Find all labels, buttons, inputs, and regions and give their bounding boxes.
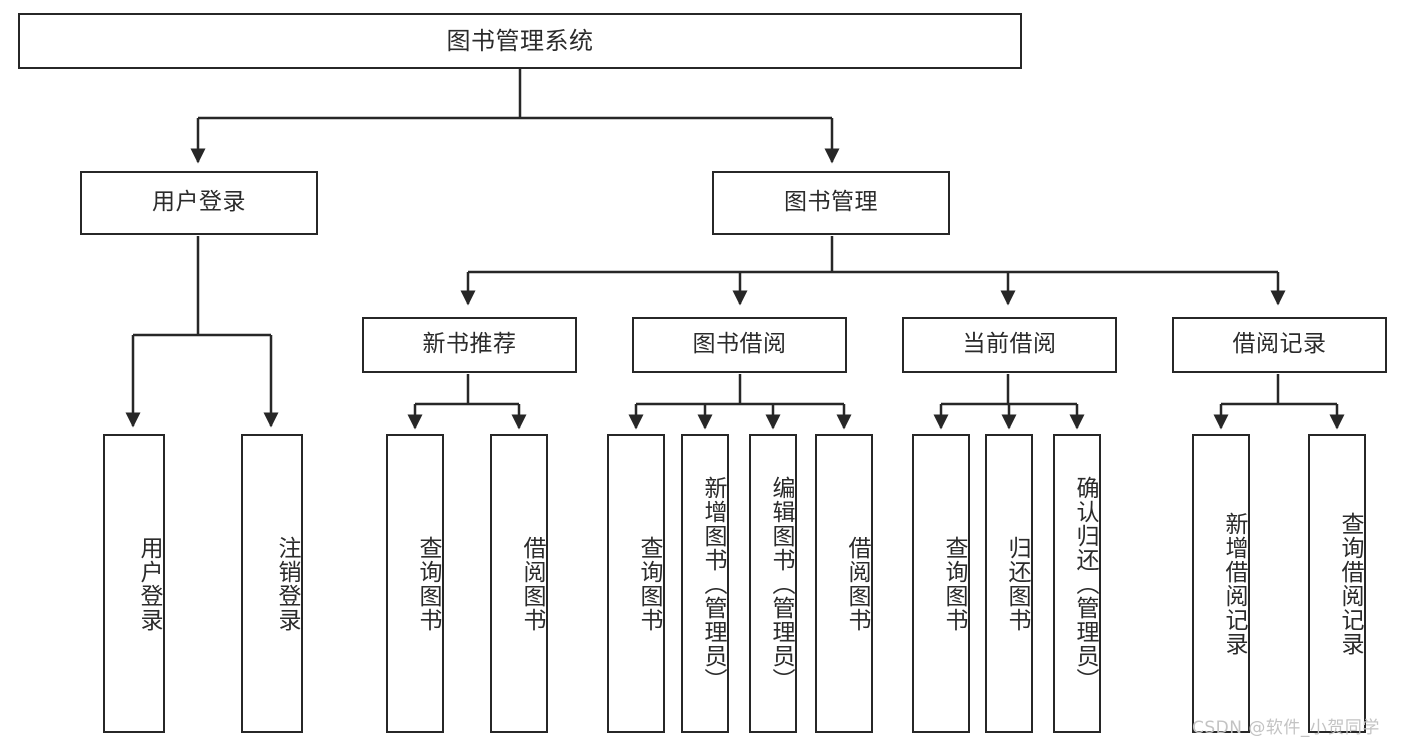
node-current-borrow-label: 当前借阅 [962,331,1057,358]
node-book-borrow[interactable]: 图书借阅 [632,317,847,373]
node-root-label: 图书管理系统 [446,26,594,55]
node-leaf-query-book-2-label: 查询图书 [636,535,662,632]
node-leaf-query-book-3[interactable]: 查询图书 [912,434,970,733]
node-book-borrow-label: 图书借阅 [692,331,787,358]
node-leaf-query-book-1[interactable]: 查询图书 [386,434,444,733]
csdn-watermark: CSDN @软件_小贺同学 [1192,718,1380,738]
node-new-book-recommend[interactable]: 新书推荐 [362,317,577,373]
node-leaf-user-login-label: 用户登录 [136,535,162,632]
node-leaf-confirm-return[interactable]: 确认归还（管理员） [1053,434,1101,733]
node-leaf-return-book[interactable]: 归还图书 [985,434,1033,733]
node-leaf-borrow-book-2[interactable]: 借阅图书 [815,434,873,733]
node-leaf-query-book-2[interactable]: 查询图书 [607,434,665,733]
node-leaf-borrow-book-2-label: 借阅图书 [844,535,870,632]
node-leaf-query-book-1-label: 查询图书 [415,535,441,632]
node-current-borrow[interactable]: 当前借阅 [902,317,1117,373]
node-leaf-return-book-label: 归还图书 [1004,535,1030,632]
node-leaf-logout-label: 注销登录 [274,535,300,632]
node-leaf-user-login[interactable]: 用户登录 [103,434,165,733]
node-user-login-label: 用户登录 [152,189,246,216]
node-leaf-confirm-return-label: 确认归还（管理员） [1072,475,1098,692]
node-leaf-logout[interactable]: 注销登录 [241,434,303,733]
node-leaf-query-record[interactable]: 查询借阅记录 [1308,434,1366,733]
node-leaf-query-book-3-label: 查询图书 [941,535,967,632]
node-leaf-edit-book[interactable]: 编辑图书（管理员） [749,434,797,733]
node-book-management-label: 图书管理 [784,189,878,216]
node-user-login[interactable]: 用户登录 [80,171,318,235]
node-borrow-record[interactable]: 借阅记录 [1172,317,1387,373]
node-book-management[interactable]: 图书管理 [712,171,950,235]
node-leaf-query-record-label: 查询借阅记录 [1337,511,1363,656]
node-leaf-borrow-book-1[interactable]: 借阅图书 [490,434,548,733]
node-borrow-record-label: 借阅记录 [1232,331,1327,358]
node-new-book-recommend-label: 新书推荐 [422,331,517,358]
node-leaf-add-book-label: 新增图书（管理员） [700,475,726,692]
node-leaf-add-book[interactable]: 新增图书（管理员） [681,434,729,733]
node-leaf-add-record[interactable]: 新增借阅记录 [1192,434,1250,733]
node-leaf-edit-book-label: 编辑图书（管理员） [768,475,794,692]
node-leaf-borrow-book-1-label: 借阅图书 [519,535,545,632]
node-leaf-add-record-label: 新增借阅记录 [1221,511,1247,656]
node-root[interactable]: 图书管理系统 [18,13,1022,69]
